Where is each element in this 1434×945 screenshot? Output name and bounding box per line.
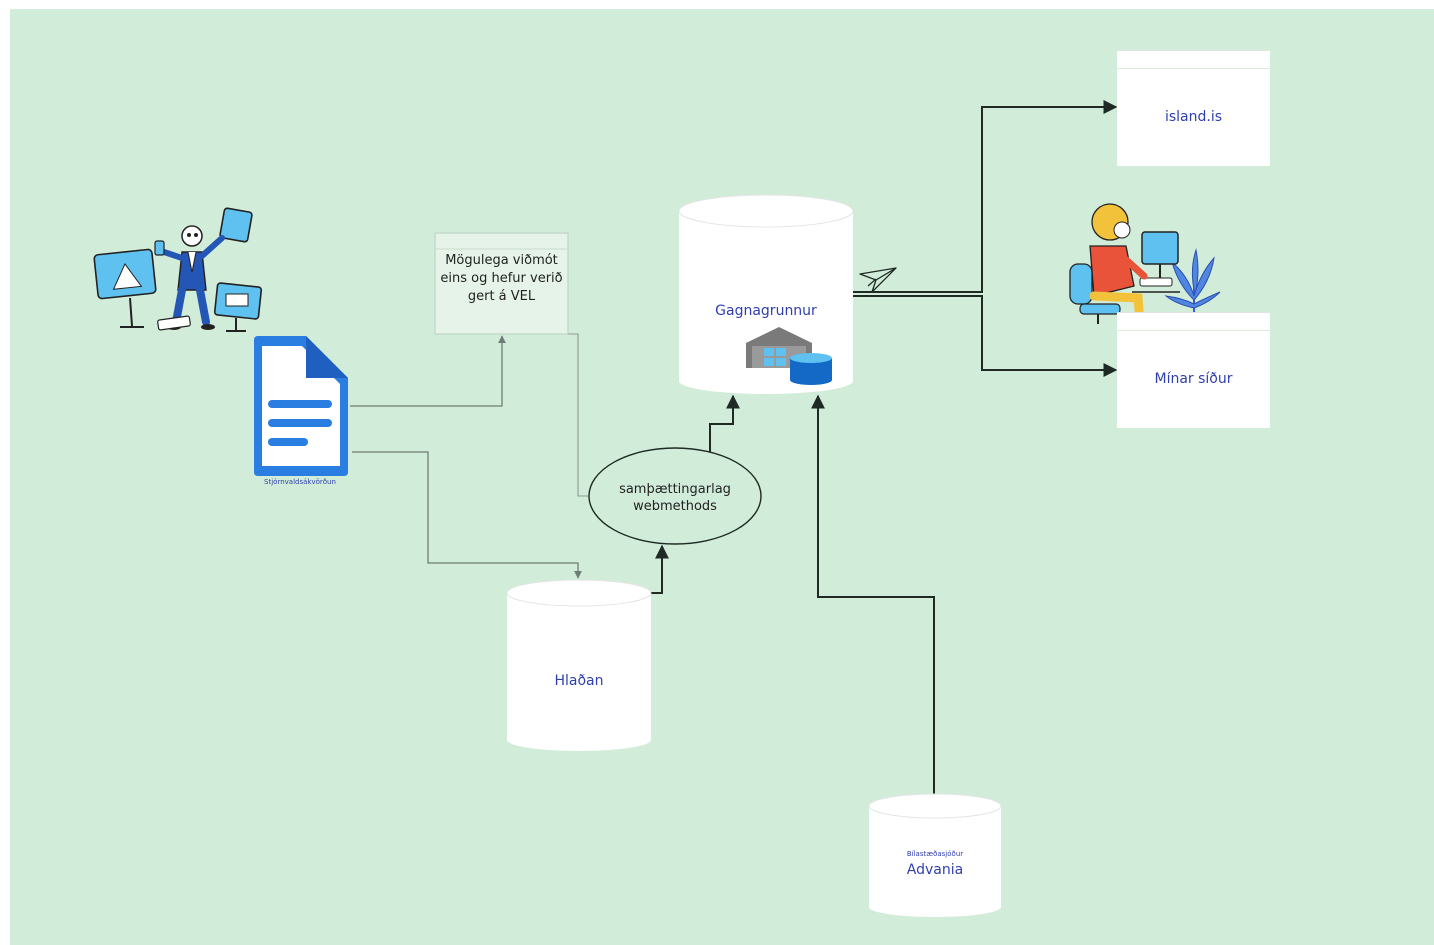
presenter-illustration bbox=[93, 207, 263, 332]
connector-gagnagrunnur-to-minar bbox=[853, 295, 1118, 377]
warehouse-database-icon bbox=[746, 327, 832, 385]
advania-sublabel: Bílastæðasjóður bbox=[906, 850, 964, 858]
note-text: Mögulega viðmót eins og hefur verið gert… bbox=[440, 253, 563, 304]
connector-gagnagrunnur-to-island bbox=[853, 100, 1118, 293]
advania-label: Advania bbox=[906, 862, 964, 878]
island-panel bbox=[1117, 50, 1270, 166]
connector-integration-to-gagnagrunnur bbox=[709, 394, 740, 452]
minar-label: Mínar síður bbox=[1154, 371, 1233, 387]
island-label: island.is bbox=[1164, 109, 1223, 125]
document-icon bbox=[254, 336, 348, 476]
connectors bbox=[350, 100, 1118, 794]
connector-note-to-integration bbox=[568, 333, 592, 497]
paper-plane-icon bbox=[859, 267, 897, 293]
connector-document-to-hladan bbox=[352, 451, 582, 579]
connector-advania-to-gagnagrunnur bbox=[811, 394, 935, 794]
hladan-label: Hlaðan bbox=[554, 673, 604, 689]
connector-document-to-note bbox=[350, 335, 506, 407]
note-box bbox=[434, 232, 569, 335]
person-at-computer-illustration bbox=[1069, 203, 1221, 327]
hladan-cylinder bbox=[506, 579, 652, 751]
advania-cylinder bbox=[868, 793, 1002, 917]
integration-ellipse bbox=[588, 447, 762, 545]
document-caption: Stjórnvaldsákvörðun bbox=[264, 478, 336, 486]
connector-hladan-to-integration bbox=[651, 544, 669, 594]
integration-label-line2: webmethods bbox=[633, 499, 717, 514]
minar-panel-header-line bbox=[1117, 330, 1270, 331]
minar-panel bbox=[1117, 312, 1270, 428]
integration-label-line1: samþættingarlag bbox=[619, 482, 731, 497]
island-panel-header-line bbox=[1117, 68, 1270, 69]
gagnagrunnur-label: Gagnagrunnur bbox=[715, 303, 817, 319]
